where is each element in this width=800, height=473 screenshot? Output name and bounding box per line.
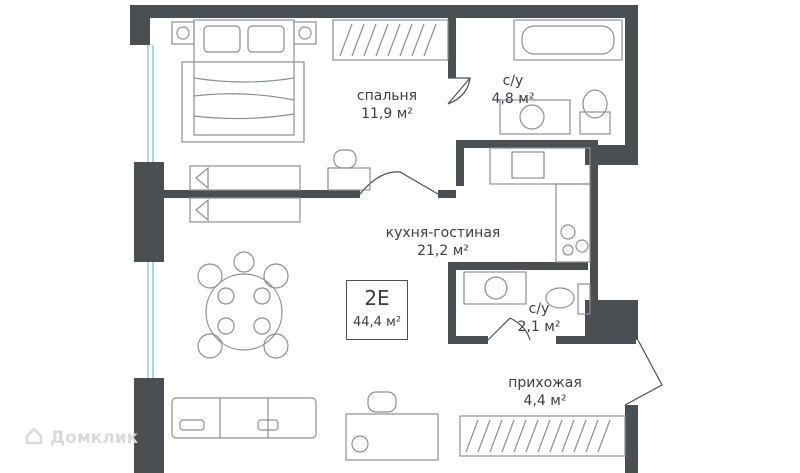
bathtub: [513, 19, 623, 61]
room-name: с/у: [528, 301, 550, 317]
sink-small-bath: [463, 271, 527, 305]
watermark-text: Домклик: [50, 428, 139, 448]
room-label-kitchen-living: кухня-гостиная 21,2 м²: [363, 224, 523, 260]
room-label-bedroom: спальня 11,9 м²: [343, 87, 431, 123]
room-area: 21,2 м²: [417, 243, 469, 259]
sink-large-bath: [499, 99, 571, 135]
room-label-bath-large: с/у 4,8 м²: [482, 72, 544, 108]
door-swings: [359, 77, 663, 406]
room-label-hallway: прихожая 4,4 м²: [490, 374, 600, 410]
toilet-small-bath: [545, 283, 591, 315]
apartment-badge: 2E 44,4 м²: [346, 280, 408, 340]
exterior-walls: [130, 5, 638, 473]
room-name: кухня-гостиная: [385, 225, 501, 241]
apartment-total-area: 44,4 м²: [352, 315, 402, 330]
room-area: 11,9 м²: [361, 106, 413, 122]
room-area: 4,4 м²: [523, 393, 567, 409]
room-area: 4,8 м²: [491, 91, 535, 107]
bed: [181, 19, 305, 143]
window-left: [147, 45, 154, 378]
room-name: с/у: [502, 73, 524, 89]
wardrobe-bedroom: [332, 19, 449, 61]
room-label-bath-small: с/у 2,1 м²: [508, 300, 570, 336]
room-name: прихожая: [508, 375, 582, 391]
nightstand-right: [293, 21, 317, 45]
apartment-type: 2E: [364, 286, 390, 310]
toilet-large-bath: [579, 89, 611, 135]
interior-walls: [164, 18, 636, 344]
room-area: 2,1 м²: [517, 319, 561, 335]
sliding-wardrobe: [189, 165, 301, 223]
sofa: [171, 397, 317, 439]
room-name: спальня: [356, 88, 418, 104]
domclick-logo-icon: [25, 427, 43, 445]
watermark: Домклик: [24, 427, 139, 448]
work-desk: [345, 391, 439, 461]
nightstand-left: [171, 21, 195, 45]
wardrobe-hallway: [459, 415, 626, 457]
kitchen-counter: [489, 147, 591, 263]
vanity-desk: [327, 149, 371, 191]
dining-table: [197, 251, 289, 359]
